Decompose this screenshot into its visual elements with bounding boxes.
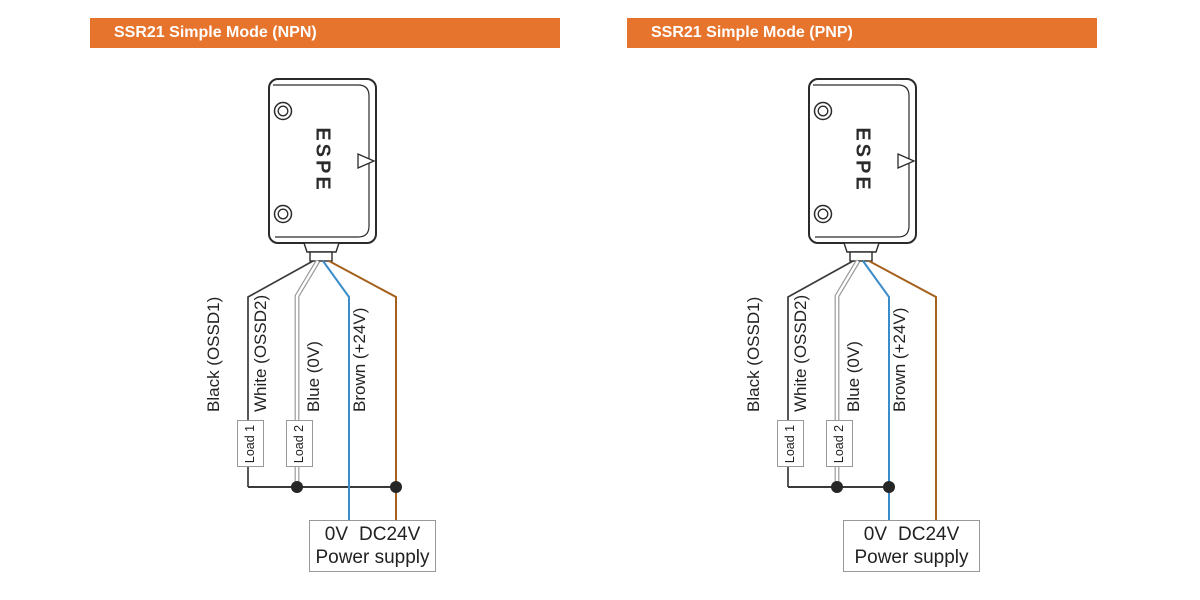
load-1-box: Load 1 (777, 420, 804, 467)
screw-icon (813, 204, 833, 224)
device-brand-label: ESPE (311, 127, 334, 193)
wire-label-white-ossd2: White (OSSD2) (251, 294, 270, 412)
device-brand-label: ESPE (851, 127, 874, 193)
screw-icon (813, 101, 833, 121)
load-1-label: Load 1 (783, 424, 798, 463)
terminal-dc24v-label: DC24V (359, 524, 421, 545)
screw-icon (273, 101, 293, 121)
screw-icon (273, 204, 293, 224)
diagram-title-npn: SSR21 Simple Mode (NPN) (90, 18, 560, 48)
load-2-label: Load 2 (832, 424, 847, 463)
wire-label-white-ossd2: White (OSSD2) (791, 294, 810, 412)
load-2-box: Load 2 (286, 420, 313, 467)
load-2-label: Load 2 (292, 424, 307, 463)
junction-dot (291, 481, 303, 493)
wire-label-black-ossd1: Black (OSSD1) (744, 296, 763, 412)
wire-brown-24v (868, 260, 937, 520)
terminal-0v-label: 0V (863, 524, 887, 545)
terminal-dc24v-label: DC24V (898, 524, 960, 545)
power-supply-box: 0V DC24V Power supply (843, 520, 980, 572)
cable-connector (843, 242, 880, 262)
wire-blue-0v (862, 260, 890, 520)
load-1-box: Load 1 (237, 420, 264, 467)
power-supply-label: Power supply (854, 547, 969, 568)
indicator-triangle-icon (357, 153, 376, 169)
junction-dot (390, 481, 402, 493)
power-supply-terminals: 0V DC24V (864, 523, 960, 546)
cable-connector (303, 242, 340, 262)
wire-black-ossd1 (247, 260, 314, 487)
power-supply-box: 0V DC24V Power supply (309, 520, 436, 572)
power-supply-terminals: 0V DC24V (325, 523, 421, 546)
wire-brown-24v (328, 260, 397, 520)
wire-label-blue-0v: Blue (0V) (844, 341, 863, 412)
power-supply-label: Power supply (315, 547, 430, 568)
wire-label-brown-24v: Brown (+24V) (890, 307, 909, 412)
diagram-title-pnp: SSR21 Simple Mode (PNP) (627, 18, 1097, 48)
wire-label-blue-0v: Blue (0V) (304, 341, 323, 412)
load-2-box: Load 2 (826, 420, 853, 467)
load-1-label: Load 1 (243, 424, 258, 463)
wire-blue-0v (322, 260, 350, 520)
wire-black-ossd1 (787, 260, 854, 487)
junction-dot (883, 481, 895, 493)
indicator-triangle-icon (897, 153, 916, 169)
junction-dot (831, 481, 843, 493)
wire-label-brown-24v: Brown (+24V) (350, 307, 369, 412)
wire-label-black-ossd1: Black (OSSD1) (204, 296, 223, 412)
npn-diagram-graphics (247, 78, 402, 520)
pnp-diagram-graphics (787, 78, 937, 520)
terminal-0v-label: 0V (324, 524, 348, 545)
